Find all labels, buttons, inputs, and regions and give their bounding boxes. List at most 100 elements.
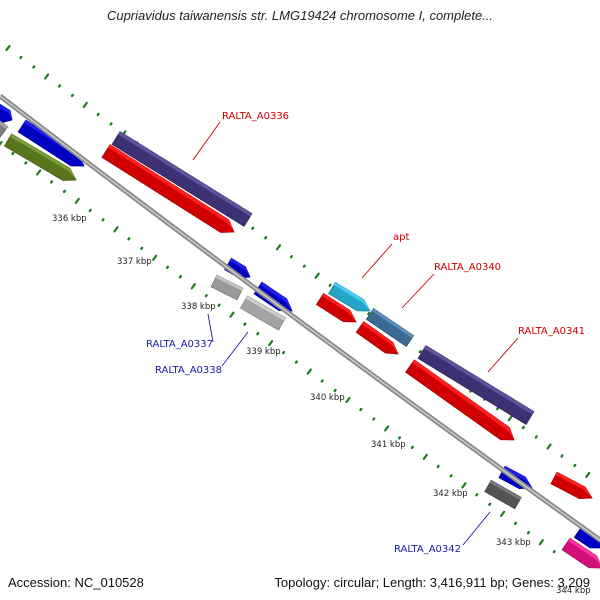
tick-mark <box>449 474 453 478</box>
gene-A0342-gray[interactable] <box>484 479 522 510</box>
tick-mark <box>422 453 428 461</box>
gene-label[interactable]: apt <box>393 232 409 243</box>
scale-label: 337 kbp <box>117 257 152 267</box>
accession-text: Accession: NC_010528 <box>8 575 144 590</box>
tick-mark <box>109 122 113 126</box>
tick-mark <box>5 44 11 52</box>
backbone-line <box>0 94 600 543</box>
tick-mark <box>328 283 332 287</box>
tick-mark <box>526 531 530 535</box>
gene-label[interactable]: RALTA_A0337 <box>146 339 213 350</box>
gene-A0341-prot[interactable] <box>417 345 535 425</box>
gene-arrow-highlight <box>503 466 533 488</box>
gene-label[interactable]: RALTA_A0338 <box>155 365 222 376</box>
tick-mark <box>513 521 518 525</box>
gene-gray-edge[interactable] <box>0 120 9 138</box>
tick-mark <box>62 189 66 194</box>
gene-arrow-highlight <box>229 258 251 277</box>
gene-arrow-highlight <box>372 308 414 339</box>
gene-arrow-highlight <box>568 538 600 565</box>
tick-mark <box>57 84 62 88</box>
tick-mark <box>101 218 105 222</box>
gene-apt-cyan[interactable] <box>328 281 371 312</box>
gene-A0338-gray[interactable] <box>239 295 287 331</box>
topology-text: Topology: circular; Length: 3,416,911 bp… <box>274 575 590 590</box>
tick-mark <box>333 388 337 393</box>
gene-arrow-highlight <box>260 282 293 311</box>
tick-mark <box>372 417 376 421</box>
gene-blue-edge[interactable] <box>0 103 13 123</box>
tick-mark <box>359 407 363 412</box>
tick-mark <box>367 311 371 316</box>
tick-mark <box>178 275 182 279</box>
tick-mark <box>573 463 577 468</box>
gene-features <box>0 103 600 569</box>
tick-mark <box>140 246 144 250</box>
scale-label: 344 kbp <box>556 586 591 596</box>
gene-arrow-body <box>101 144 235 233</box>
gene-label[interactable]: RALTA_A0342 <box>394 544 461 555</box>
tick-mark <box>127 237 131 241</box>
tick-mark <box>384 425 390 432</box>
callout-line <box>487 337 519 373</box>
tick-mark <box>0 140 3 146</box>
tick-mark <box>320 379 324 383</box>
gene-label[interactable]: RALTA_A0336 <box>222 111 289 122</box>
gene-magenta[interactable] <box>561 537 600 569</box>
scale-label: 336 kbp <box>52 214 87 224</box>
gene-apt-red[interactable] <box>315 292 357 323</box>
tick-mark <box>552 550 556 554</box>
tick-mark <box>217 303 221 307</box>
gene-label[interactable]: RALTA_A0341 <box>518 326 585 337</box>
gene-arrow-highlight <box>0 104 13 120</box>
gene-arrow-highlight <box>9 133 77 180</box>
scale-label: 338 kbp <box>181 302 216 312</box>
tick-mark <box>88 208 92 213</box>
gene-A0337-gray[interactable] <box>210 274 244 301</box>
tick-mark <box>165 265 170 269</box>
callout-line <box>207 313 214 343</box>
gene-arrow-highlight <box>362 321 399 354</box>
tick-mark <box>507 414 514 422</box>
gene-A0336-cds[interactable] <box>101 144 235 233</box>
tick-mark <box>560 454 564 458</box>
gene-A0340-steel[interactable] <box>365 308 415 347</box>
gene-A0340-red[interactable] <box>355 321 399 355</box>
tick-mark <box>268 340 274 347</box>
tick-mark <box>74 197 80 205</box>
inner-tick-track <box>0 140 556 554</box>
outer-tick-track <box>5 44 591 479</box>
gene-label[interactable]: RALTA_A0340 <box>434 262 501 273</box>
gene-arrow-highlight <box>412 359 515 440</box>
tick-mark <box>306 368 312 375</box>
tick-mark <box>397 436 402 440</box>
tick-mark <box>24 161 28 165</box>
tick-mark <box>11 151 15 156</box>
gene-arrow-highlight <box>108 144 235 232</box>
scale-label: 340 kbp <box>310 393 345 403</box>
gene-arrow-body <box>328 281 371 312</box>
tick-mark <box>461 482 467 489</box>
scale-label: 343 kbp <box>496 538 531 548</box>
tick-mark <box>275 244 282 251</box>
scale-label: 341 kbp <box>371 440 406 450</box>
gene-red-right[interactable] <box>550 471 593 500</box>
scale-label: 339 kbp <box>246 347 281 357</box>
gene-arrow-highlight <box>24 120 85 166</box>
gene-arrow-highlight <box>215 275 243 291</box>
gene-olive[interactable] <box>3 133 77 181</box>
tick-mark <box>113 226 119 233</box>
tick-mark <box>585 471 591 479</box>
gene-A0336-prot[interactable] <box>111 131 253 227</box>
gene-arrow-highlight <box>321 293 357 322</box>
tick-mark <box>152 254 158 261</box>
gene-A0341-red[interactable] <box>405 359 515 441</box>
backbone-highlight <box>0 95 600 541</box>
gene-arrow-highlight <box>489 480 522 500</box>
gene-arrow-highlight <box>118 131 252 217</box>
label-callouts <box>192 121 519 546</box>
callout-line <box>192 121 221 161</box>
tick-mark <box>546 443 552 450</box>
backbone <box>0 94 600 543</box>
